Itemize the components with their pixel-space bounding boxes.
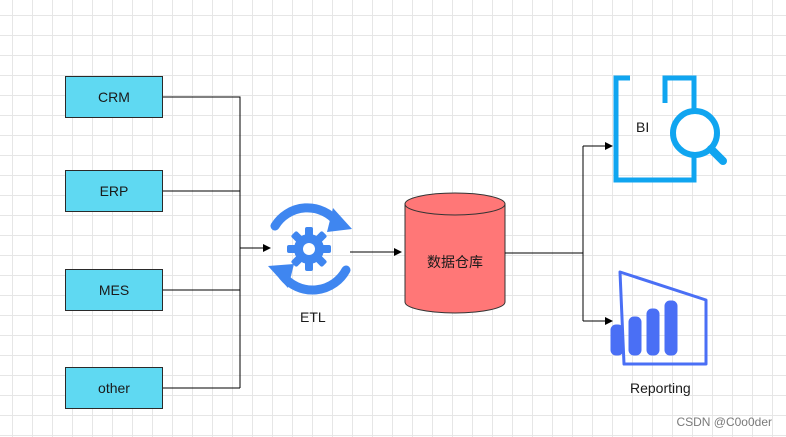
magnifier-icon (613, 75, 727, 183)
etl-label: ETL (300, 309, 326, 325)
source-box-other: other (65, 367, 163, 409)
source-connectors (163, 96, 271, 389)
source-label-crm: CRM (98, 89, 130, 105)
watermark: CSDN @C0o0der (676, 415, 772, 429)
source-box-erp: ERP (65, 170, 163, 212)
reporting-label: Reporting (630, 380, 691, 396)
source-box-mes: MES (65, 269, 163, 311)
source-label-erp: ERP (99, 183, 129, 199)
source-label-other: other (98, 380, 130, 396)
power-bi-icon (610, 270, 708, 366)
sync-gear-icon (268, 203, 352, 295)
source-label-mes: MES (98, 282, 130, 298)
bi-label: BI (636, 119, 650, 135)
source-box-crm: CRM (65, 76, 163, 118)
data-warehouse-cylinder (404, 192, 506, 314)
warehouse-label: 数据仓库 (427, 254, 483, 270)
output-connectors (505, 142, 613, 325)
